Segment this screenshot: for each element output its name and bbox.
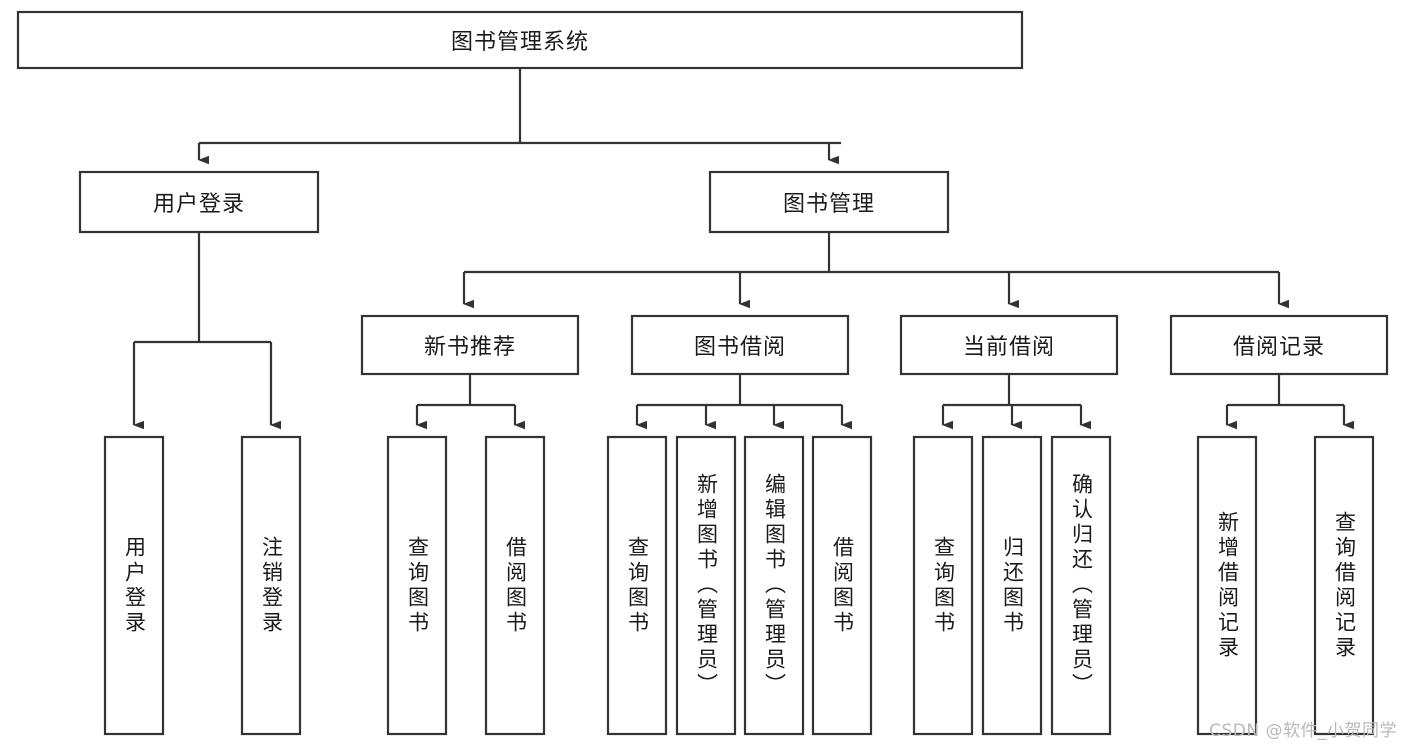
node-box-leaf-return-book[interactable] <box>981 435 1043 736</box>
node-box-leaf-query-book-current[interactable] <box>912 435 974 736</box>
node-box-root[interactable] <box>16 10 1024 70</box>
node-box-user-login[interactable] <box>78 170 320 234</box>
connector-user-login-to-leaves <box>132 232 281 430</box>
node-box-leaf-logout[interactable] <box>240 435 302 736</box>
watermark: CSDN @软件_小贺同学 <box>1209 721 1397 741</box>
node-box-leaf-edit-book[interactable] <box>743 435 805 736</box>
node-box-borrow-record[interactable] <box>1169 314 1389 376</box>
connector-borrow-record-to-leaves <box>1225 374 1354 430</box>
node-box-leaf-query-book-recommend[interactable] <box>386 435 448 736</box>
node-box-leaf-add-borrow-record[interactable] <box>1196 435 1258 736</box>
connector-root-to-level2 <box>197 68 841 165</box>
connector-current-borrow-to-leaves <box>941 374 1091 430</box>
node-box-leaf-borrow-book[interactable] <box>811 435 873 736</box>
node-box-leaf-borrow-book-recommend[interactable] <box>484 435 546 736</box>
node-box-current-borrow[interactable] <box>899 314 1119 376</box>
connector-book-borrow-to-leaves <box>635 374 852 430</box>
node-box-book-manage[interactable] <box>708 170 950 234</box>
node-box-leaf-confirm-return[interactable] <box>1050 435 1112 736</box>
node-box-leaf-query-borrow-record[interactable] <box>1313 435 1375 736</box>
node-box-leaf-add-book[interactable] <box>675 435 737 736</box>
node-box-book-borrow[interactable] <box>630 314 850 376</box>
node-box-leaf-query-book-borrow[interactable] <box>606 435 668 736</box>
connector-new-book-recommend-to-leaves <box>415 374 525 430</box>
node-box-new-book-recommend[interactable] <box>360 314 580 376</box>
node-box-leaf-user-login[interactable] <box>103 435 165 736</box>
connector-book-manage-to-level3 <box>462 232 1289 309</box>
